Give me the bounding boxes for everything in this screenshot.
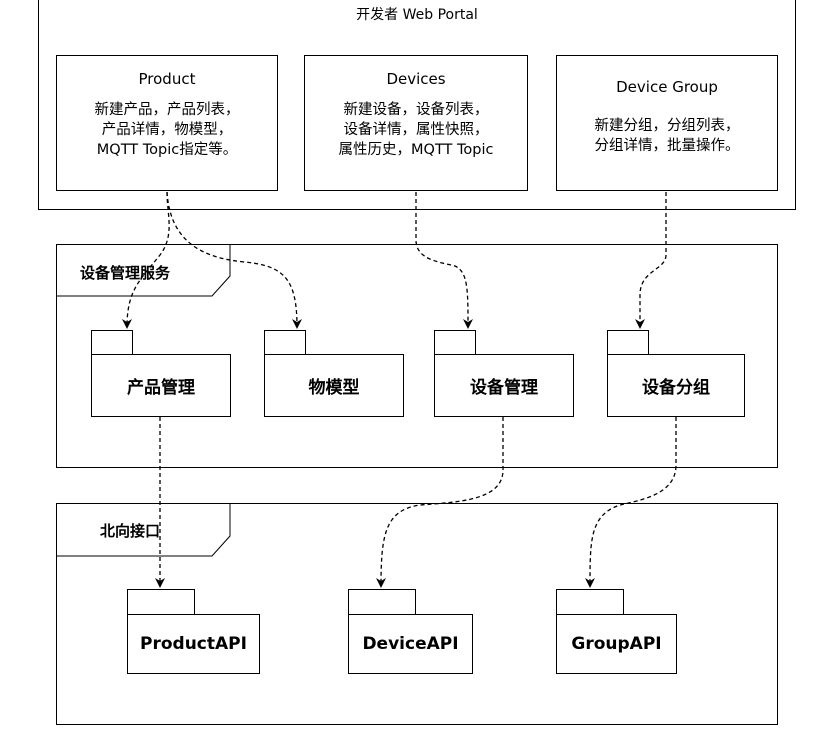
arrow-device-mgmt-to-device-api <box>376 417 504 588</box>
product-card: Product 新建产品，产品列表， 产品详情，物模型， MQTT Topic指… <box>56 55 278 191</box>
northbound-frame <box>56 503 778 725</box>
devices-card-description: 新建设备，设备列表， 设备详情，属性快照， 属性历史，MQTT Topic <box>338 102 494 158</box>
product-mgmt-package: 产品管理 <box>91 354 231 417</box>
device-group-card-description: 新建分组，分组列表， 分组详情，批量操作。 <box>594 118 740 154</box>
devices-card: Devices 新建设备，设备列表， 设备详情，属性快照， 属性历史，MQTT … <box>304 55 528 191</box>
device-api-package: DeviceAPI <box>348 614 473 674</box>
arrow-product-to-thing-model <box>166 191 302 329</box>
product-api-package-tab <box>127 589 195 615</box>
group-api-package: GroupAPI <box>556 614 677 674</box>
portal-title: 开发者 Web Portal <box>356 7 478 23</box>
services-tab-outline <box>56 244 231 297</box>
device-group-package-tab <box>607 330 649 355</box>
group-api-package-tab <box>556 589 624 615</box>
portal-frame <box>38 0 796 210</box>
services-label: 设备管理服务 <box>80 264 171 282</box>
thing-model-package-tab <box>264 330 306 355</box>
device-group-package: 设备分组 <box>607 354 745 417</box>
device-group-card: Device Group 新建分组，分组列表， 分组详情，批量操作。 <box>556 55 778 191</box>
devices-card-title: Devices <box>386 70 446 88</box>
device-mgmt-package-tab <box>434 330 476 355</box>
product-mgmt-package-tab <box>91 330 133 355</box>
arrow-devices-to-device-mgmt <box>415 192 473 329</box>
product-card-description: 新建产品，产品列表， 产品详情，物模型， MQTT Topic指定等。 <box>94 102 240 158</box>
product-card-title: Product <box>138 70 196 88</box>
thing-model-package: 物模型 <box>264 354 404 417</box>
arrow-group-to-device-group <box>635 192 667 329</box>
arrow-device-group-to-group-api <box>585 417 677 588</box>
northbound-label: 北向接口 <box>100 522 161 540</box>
device-api-package-tab <box>348 589 416 615</box>
device-mgmt-package: 设备管理 <box>434 354 574 417</box>
northbound-tab-outline <box>56 503 231 557</box>
arrow-product-to-product-mgmt <box>122 191 170 329</box>
product-api-package: ProductAPI <box>127 614 260 674</box>
device-group-card-title: Device Group <box>616 78 718 96</box>
